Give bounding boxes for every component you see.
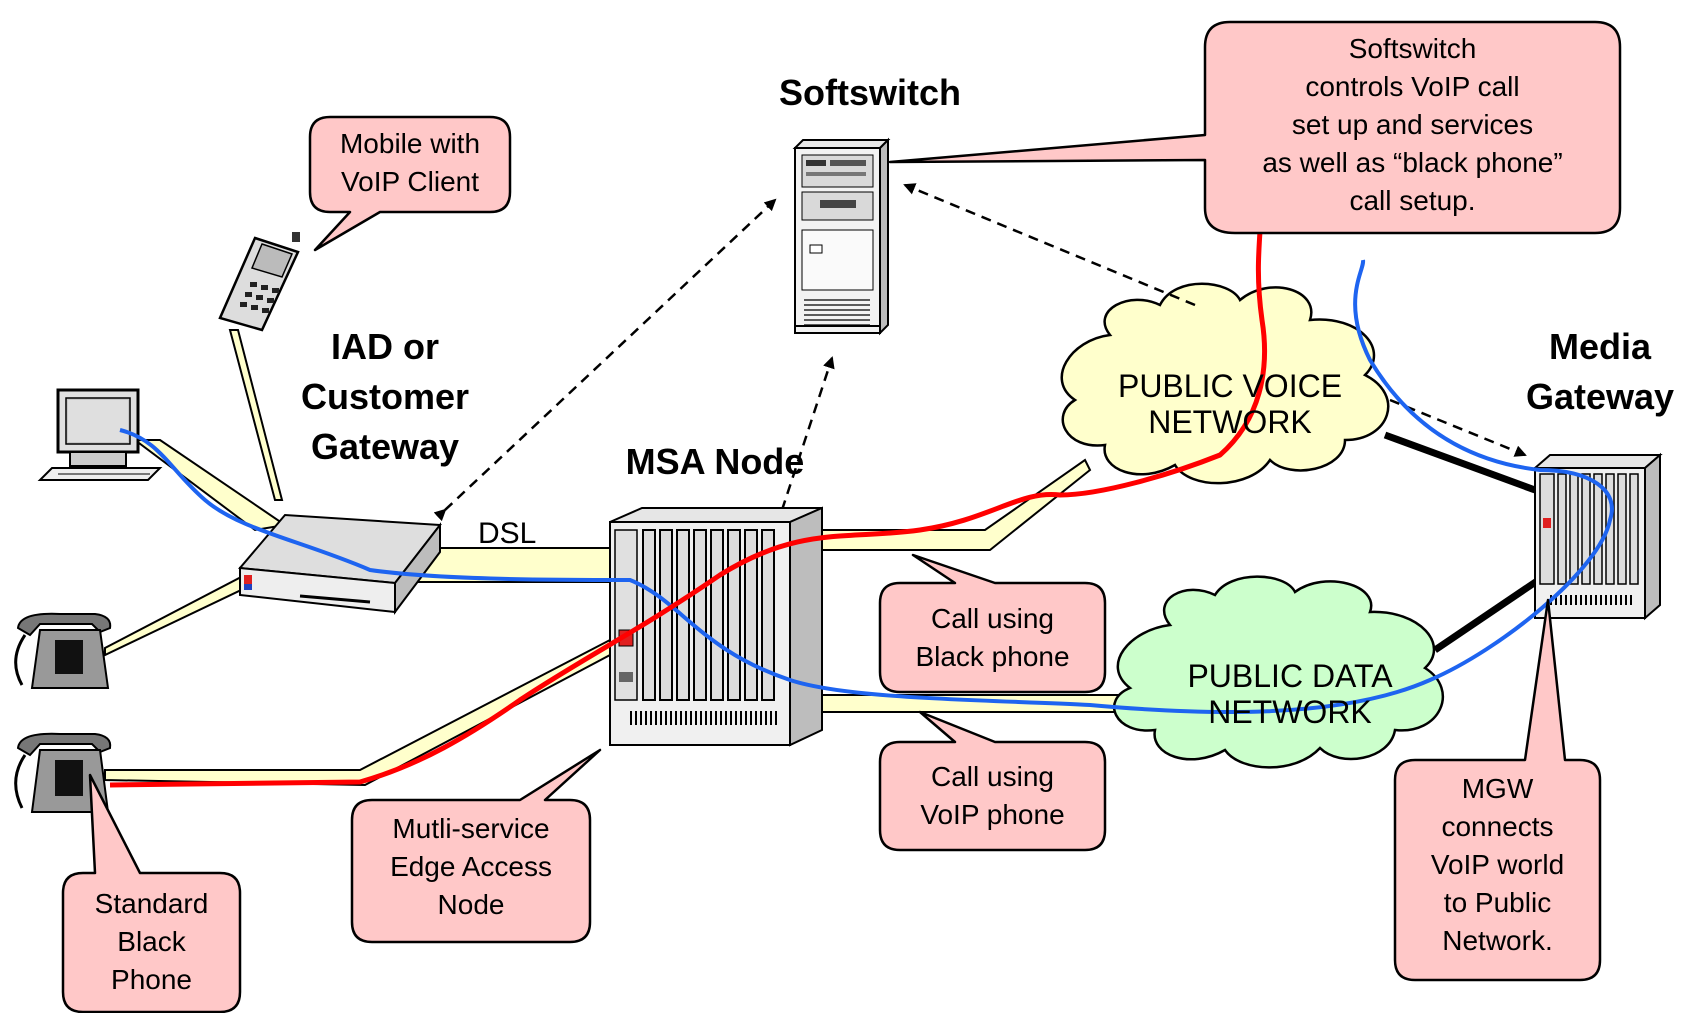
link-phone2-msa — [104, 638, 611, 787]
voip-call-path — [119, 259, 1614, 715]
signalling-arrows — [433, 183, 1527, 522]
callout-shapes — [61, 20, 1622, 1013]
dsl-label: DSL — [478, 517, 537, 550]
black-phone-1-icon — [14, 612, 112, 689]
arrow-voice-softswitch — [903, 183, 1196, 307]
media-gateway-label: Media Gateway — [1525, 326, 1675, 417]
access-links — [104, 329, 1136, 787]
softswitch-label: Softswitch — [778, 72, 961, 113]
callout-softswitch-shape — [888, 20, 1622, 235]
media-gateway-rack-icon — [1532, 452, 1663, 621]
arrow-voice-mgw — [1389, 398, 1527, 457]
callout-mobile-text: Mobile with VoIP Client — [339, 128, 481, 197]
softswitch-server-icon — [792, 137, 891, 336]
public-data-network-cloud — [1112, 575, 1445, 769]
public-voice-network-label: PUBLIC VOICE NETWORK — [1117, 368, 1343, 440]
black-phone-call-path — [109, 199, 1268, 788]
iad-device-icon — [237, 513, 442, 615]
black-phone-2-icon — [14, 732, 112, 813]
msa-node-rack-icon — [609, 506, 823, 747]
link-mobile-iad — [228, 329, 284, 501]
callout-black-phone-text: Standard Black Phone — [94, 888, 209, 995]
iad-label: IAD or Customer Gateway — [300, 326, 470, 467]
callout-voip-call-shape — [878, 710, 1107, 852]
callout-voip-call-text: Call using VoIP phone — [920, 761, 1065, 830]
callout-black-call-text: Call using Black phone — [915, 603, 1070, 672]
callout-mgw-shape — [1393, 598, 1602, 982]
arrow-msa-softswitch — [773, 356, 835, 522]
callout-black-phone-shape — [61, 773, 242, 1013]
callout-mgw-text: MGW connects VoIP world to Public Networ… — [1430, 773, 1565, 956]
callout-softswitch-text: Softswitch controls VoIP call set up and… — [1262, 33, 1563, 216]
pc-icon — [37, 388, 163, 481]
public-voice-network-cloud — [1060, 282, 1390, 485]
arrow-iad-softswitch — [433, 198, 777, 522]
callout-black-call-shape — [878, 553, 1107, 694]
link-phone1-iad — [104, 573, 265, 657]
callout-msa-shape — [350, 748, 602, 944]
callout-msa-text: Mutli-service Edge Access Node — [390, 813, 552, 920]
msa-node-label: MSA Node — [625, 441, 805, 482]
callout-mobile-shape — [308, 115, 512, 252]
mobile-phone-icon — [218, 232, 300, 332]
public-data-network-label: PUBLIC DATA NETWORK — [1187, 658, 1393, 730]
